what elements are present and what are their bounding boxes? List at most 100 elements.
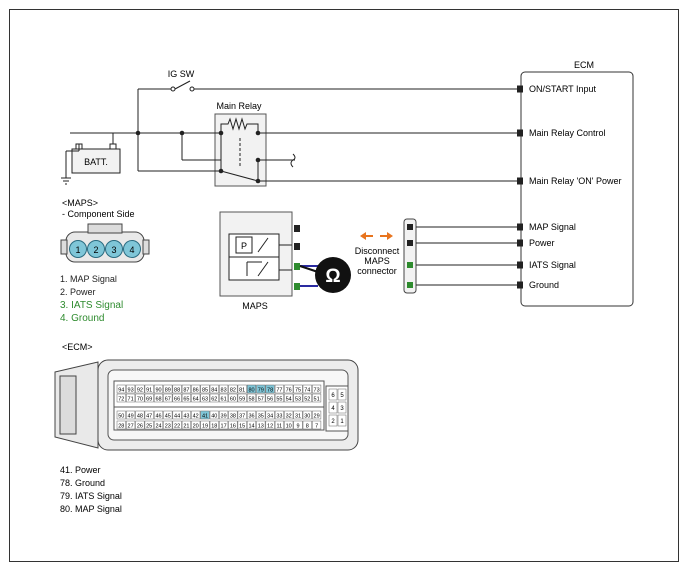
ecm-pin-cell bbox=[219, 384, 229, 394]
ecm-side-pin bbox=[337, 388, 347, 401]
ecm-pin-cell bbox=[293, 393, 303, 403]
ecm-pin-cell bbox=[256, 410, 266, 420]
ecm-pin-number: 51 bbox=[314, 396, 320, 402]
ig-switch-label: IG SW bbox=[168, 69, 195, 79]
ecm-side-pin bbox=[328, 414, 338, 427]
ecm-pin-number: 83 bbox=[221, 387, 227, 393]
ecm-pin-number: 82 bbox=[230, 387, 236, 393]
ecm-pin-number: 85 bbox=[202, 387, 208, 393]
ecm-pin-number: 7 bbox=[315, 423, 318, 429]
sensor-wiring bbox=[416, 226, 517, 286]
ecm-legend-item: 79. IATS Signal bbox=[60, 491, 122, 501]
ecm-pin-cell bbox=[191, 410, 201, 420]
ecm-connector-body bbox=[54, 359, 359, 451]
ecm-pin-cell bbox=[116, 420, 126, 430]
ecm-pin-cell bbox=[153, 384, 164, 394]
ecm-pin-label: Power bbox=[529, 238, 555, 248]
ecm-pin-cell bbox=[135, 410, 145, 420]
ecm-pin-cell bbox=[181, 384, 191, 394]
ecm-pin-cell bbox=[302, 410, 312, 420]
ecm-pin-number: 23 bbox=[165, 423, 171, 429]
ecm-pin-number: 76 bbox=[286, 387, 292, 393]
ecm-pin-cell bbox=[209, 393, 219, 403]
ecm-pin-cell bbox=[144, 420, 154, 430]
ecm-pin-number: 15 bbox=[239, 423, 245, 429]
ecm-pin-number: 73 bbox=[314, 387, 320, 393]
ecm-pin-cell bbox=[116, 393, 126, 403]
maps-pin-number: 4 bbox=[129, 245, 134, 255]
disconnect-note-line: Disconnect bbox=[355, 246, 400, 256]
ecm-pin-number: 42 bbox=[193, 413, 199, 419]
maps-sensor-label: MAPS bbox=[242, 301, 268, 311]
ecm-side-pin bbox=[328, 401, 338, 414]
ecm-pin-number: 36 bbox=[248, 413, 254, 419]
ecm-pin-cell bbox=[135, 393, 145, 403]
battery-icon bbox=[61, 133, 121, 185]
ecm-pin-number: 22 bbox=[174, 423, 180, 429]
ecm-pin-number: 40 bbox=[211, 413, 217, 419]
ecm-legend-item: 78. Ground bbox=[60, 478, 105, 488]
ecm-pin-cell bbox=[200, 384, 210, 394]
ecm-pin-cell bbox=[191, 384, 201, 394]
ecm-pin-number: 24 bbox=[155, 423, 161, 429]
ecm-pin-number: 26 bbox=[137, 423, 143, 429]
ecm-side-pin-number: 5 bbox=[340, 393, 344, 399]
ecm-side-pin-number: 6 bbox=[331, 393, 335, 399]
ecm-pin-cell bbox=[135, 384, 145, 394]
ecm-pin-number: 58 bbox=[248, 396, 254, 402]
ecm-side-pin bbox=[337, 401, 347, 414]
ecm-pin-number: 75 bbox=[295, 387, 301, 393]
ecm-pin-cell bbox=[274, 384, 284, 394]
ecm-pin-number: 69 bbox=[146, 396, 152, 402]
ecm-pin-number: 64 bbox=[193, 396, 199, 402]
ecm-pin-cell bbox=[172, 384, 182, 394]
ohm-symbol: Ω bbox=[325, 266, 340, 287]
maps-pin-number: 2 bbox=[93, 245, 98, 255]
ecm-side-pin bbox=[337, 414, 347, 427]
ecm-pin-cell bbox=[246, 384, 257, 394]
ecm-pin-number: 72 bbox=[118, 396, 124, 402]
power-wiring bbox=[70, 89, 517, 182]
ecm-pin-cell bbox=[135, 420, 145, 430]
maps-pin bbox=[105, 240, 123, 258]
ecm-pin-cell bbox=[172, 410, 182, 420]
ecm-pin-terminal bbox=[517, 177, 523, 185]
ecm-pin-cell bbox=[312, 384, 322, 394]
main-relay bbox=[214, 113, 267, 187]
ecm-pin-terminal bbox=[517, 129, 523, 137]
ecm-pin-cell bbox=[302, 393, 312, 403]
ecm-pin-number: 66 bbox=[174, 396, 180, 402]
ecm-pin-number: 93 bbox=[128, 387, 134, 393]
ecm-pin-cell bbox=[302, 384, 312, 394]
diagram-frame bbox=[9, 9, 679, 562]
ecm-pin-number: 88 bbox=[174, 387, 180, 393]
ecm-pin-cell bbox=[228, 410, 238, 420]
ecm-pin-number: 37 bbox=[239, 413, 245, 419]
ecm-pin-number: 53 bbox=[295, 396, 301, 402]
ecm-pin-number: 39 bbox=[221, 413, 227, 419]
ecm-pin-cell bbox=[284, 393, 294, 403]
ecm-pin-number: 86 bbox=[193, 387, 199, 393]
ecm-pin-number: 48 bbox=[137, 413, 143, 419]
ecm-pin-number: 55 bbox=[276, 396, 282, 402]
intermediate-connector bbox=[403, 218, 417, 294]
ecm-pin-number: 38 bbox=[230, 413, 236, 419]
ecm-pin-number: 12 bbox=[267, 423, 273, 429]
ecm-pin-cell bbox=[209, 384, 219, 394]
ecm-pin-number: 94 bbox=[118, 387, 124, 393]
ecm-pin-number: 59 bbox=[239, 396, 245, 402]
ecm-pin-cell bbox=[246, 393, 257, 403]
ecm-pin-number: 29 bbox=[314, 413, 320, 419]
ecm-pin-number: 65 bbox=[183, 396, 189, 402]
ecm-pin-cell bbox=[265, 384, 275, 394]
ecm-pin-number: 17 bbox=[221, 423, 227, 429]
ecm-pin-cell bbox=[144, 384, 154, 394]
ecm-pin-number: 87 bbox=[183, 387, 189, 393]
ecm-pin-cell bbox=[293, 384, 303, 394]
ecm-pin-number: 43 bbox=[183, 413, 189, 419]
